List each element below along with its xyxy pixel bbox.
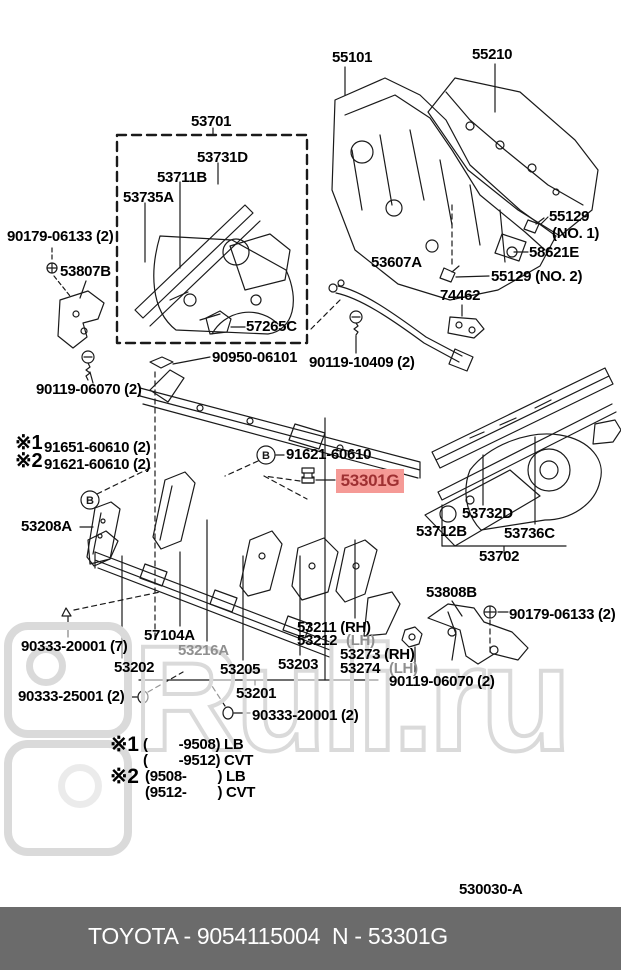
part-53735a: 53735A <box>123 189 174 206</box>
bolt-icon <box>46 262 58 274</box>
part-57265c: 57265C <box>246 318 297 335</box>
part-55129-no1-sub: (NO. 1) <box>552 225 600 242</box>
footnote-1-line-2: ( -9512) CVT <box>143 752 254 769</box>
part-53732d: 53732D <box>462 505 513 522</box>
part-53701: 53701 <box>191 113 232 130</box>
svg-text:B: B <box>262 450 270 462</box>
part-55210: 55210 <box>472 46 513 63</box>
part-74462: 74462 <box>440 287 481 304</box>
part-53208a: 53208A <box>21 518 72 535</box>
part-53211: 53211 (RH) <box>297 619 371 636</box>
footnote-1-mark: ※1 <box>110 733 139 756</box>
support-upper-art: B B <box>79 356 421 641</box>
part-55101: 55101 <box>332 49 373 66</box>
bracket-53807b <box>57 290 105 349</box>
footnote-mark-2: ※2 <box>15 450 43 472</box>
footer-part-number: N - 53301G <box>332 923 448 949</box>
part-90333-20001-2: 90333-20001 (2) <box>252 707 359 724</box>
part-55129-no1: 55129 <box>549 208 590 225</box>
clip-55129-2 <box>439 265 460 283</box>
brace-53607a-art <box>309 279 485 372</box>
part-90119-06070-left: 90119-06070 (2) <box>36 381 142 398</box>
part-90119-10409: 90119-10409 (2) <box>309 354 415 371</box>
brace-53208a <box>86 501 121 567</box>
footnote-mark-1: ※1 <box>15 432 43 454</box>
part-91621-60610-mid: 91621-60610 <box>286 446 372 463</box>
part-53702: 53702 <box>479 548 520 565</box>
grommet-icon <box>222 706 234 720</box>
footnote-1-line-1: ( -9508) LB <box>143 736 244 753</box>
screw-icon <box>81 350 95 381</box>
part-58621e: 58621E <box>529 244 579 261</box>
bolt-icon <box>483 605 497 619</box>
pin-icon <box>61 607 72 617</box>
part-53808b: 53808B <box>426 584 477 601</box>
part-53203: 53203 <box>278 656 319 673</box>
nut-b-icon: B <box>256 445 276 465</box>
part-90333-25001: 90333-25001 (2) <box>18 688 125 705</box>
part-53736c: 53736C <box>504 525 555 542</box>
diagram-code: 530030-A <box>459 881 523 898</box>
grommet-icon <box>137 690 149 704</box>
part-53212-lh: (LH) <box>346 632 375 649</box>
part-53607a: 53607A <box>371 254 422 271</box>
footer-catalog-number: TOYOTA - 9054115004 <box>88 923 321 949</box>
part-53201: 53201 <box>236 685 277 702</box>
footer-bar: TOYOTA - 9054115004 N - 53301G <box>0 907 621 970</box>
footnote-2-line-1: (9508- ) LB <box>145 768 246 785</box>
part-53216a: 53216A <box>178 642 229 659</box>
apron-53702-art <box>424 367 621 554</box>
footnote-2-line-2: (9512- ) CVT <box>145 784 256 801</box>
part-53205: 53205 <box>220 661 261 678</box>
svg-text:B: B <box>86 495 94 507</box>
highlighted-part-label: 53301G <box>336 469 404 493</box>
part-90333-20001-7: 90333-20001 (7) <box>21 638 128 655</box>
part-90179-06133-top: 90179-06133 (2) <box>7 228 114 245</box>
part-57104a: 57104A <box>144 627 195 644</box>
nut-b-icon: B <box>80 490 100 510</box>
left-parts-art <box>46 247 105 384</box>
plate-58621e <box>494 233 527 262</box>
apron-53701-art <box>115 127 309 345</box>
nut-icon <box>401 626 423 648</box>
part-90119-06070-right: 90119-06070 (2) <box>389 673 495 690</box>
part-91651-60610: 91651-60610 (2) <box>44 439 151 456</box>
grommet-57265c <box>205 310 232 335</box>
bracket-53808b-art <box>401 600 529 673</box>
part-90950-06101: 90950-06101 <box>212 349 298 366</box>
part-55129-no2: 55129 (NO. 2) <box>491 268 583 285</box>
spacer-53301g <box>301 467 315 484</box>
part-53274-lh: (LH) <box>389 660 418 677</box>
part-53202: 53202 <box>114 659 155 676</box>
clip-55129-1 <box>523 217 545 234</box>
clip-90950 <box>149 356 174 369</box>
part-53711b: 53711B <box>157 169 207 186</box>
screw-icon <box>349 310 363 336</box>
part-53712b: 53712B <box>416 523 467 540</box>
diagram-line-art: B B <box>46 63 621 720</box>
dash-panel-art <box>331 63 599 301</box>
part-53807b: 53807B <box>60 263 111 280</box>
part-53274: 53274 <box>340 660 381 677</box>
part-53273: 53273 (RH) <box>340 646 415 663</box>
part-90179-06133-right: 90179-06133 (2) <box>509 606 616 623</box>
footnote-2-mark: ※2 <box>110 765 139 788</box>
part-53731d: 53731D <box>197 149 248 166</box>
bracket-74462 <box>447 316 485 339</box>
part-53212: 53212 <box>297 632 338 649</box>
part-91621-60610-left: 91621-60610 (2) <box>44 456 151 473</box>
